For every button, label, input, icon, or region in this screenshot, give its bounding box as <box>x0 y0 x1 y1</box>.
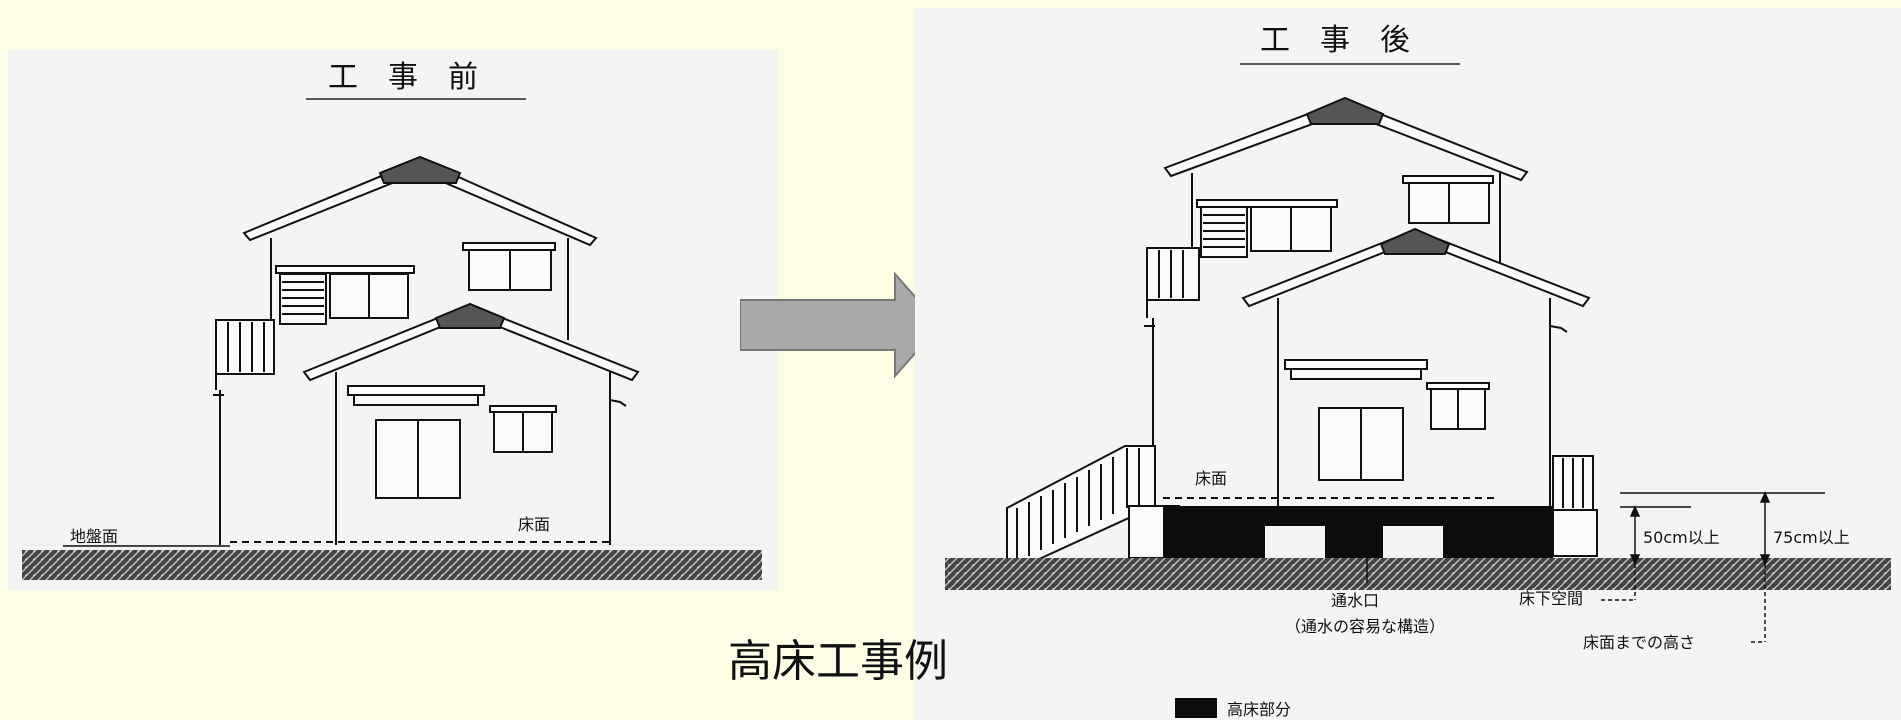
before-floor-label: 床面 <box>518 515 550 534</box>
vent-opening-left <box>1265 526 1325 558</box>
height-label: 床面までの高さ <box>1583 633 1695 652</box>
before-construction-panel: 工 事 前 <box>8 50 778 590</box>
lower-canopy-door <box>1284 359 1428 481</box>
after-floor-label: 床面 <box>1195 469 1227 488</box>
ground-hatch <box>945 558 1891 590</box>
upper-window-left <box>1196 199 1338 258</box>
upper-house <box>242 155 598 343</box>
underfloor-label: 床下空間 <box>1519 589 1583 608</box>
label-50cm: 50cm以上 <box>1643 528 1720 547</box>
caption: 高床工事例 <box>728 636 948 687</box>
lower-house <box>302 302 640 545</box>
lower-window <box>489 405 557 453</box>
ground-hatch <box>22 550 762 580</box>
legend-label: 高床部分 <box>1227 700 1291 719</box>
vent-label: 通水口 <box>1331 591 1379 610</box>
after-house-drawing: 工 事 後 <box>945 23 1891 719</box>
before-title: 工 事 前 <box>328 60 478 95</box>
ground-level-label: 地盤面 <box>70 527 118 546</box>
vent-note: （通水の容易な構造） <box>1285 617 1445 636</box>
label-75cm: 75cm以上 <box>1773 528 1850 547</box>
vent-opening-right <box>1383 526 1443 558</box>
stairs <box>1006 445 1180 561</box>
balcony <box>1144 247 1200 503</box>
before-house-drawing: 工 事 前 <box>22 60 762 580</box>
upper-window-left <box>275 265 415 325</box>
right-fence <box>1552 455 1598 557</box>
lower-canopy-door <box>347 385 485 499</box>
upper-window-right <box>1402 175 1494 224</box>
dimension-lines <box>1601 491 1825 643</box>
lower-house <box>1241 227 1591 556</box>
raised-foundation <box>1163 506 1553 558</box>
balcony <box>213 319 275 545</box>
legend-swatch <box>1175 698 1217 718</box>
lower-window <box>1426 382 1490 430</box>
after-title: 工 事 後 <box>1260 23 1410 58</box>
after-construction-panel: 工 事 後 <box>915 8 1901 720</box>
upper-window-right <box>462 242 556 291</box>
